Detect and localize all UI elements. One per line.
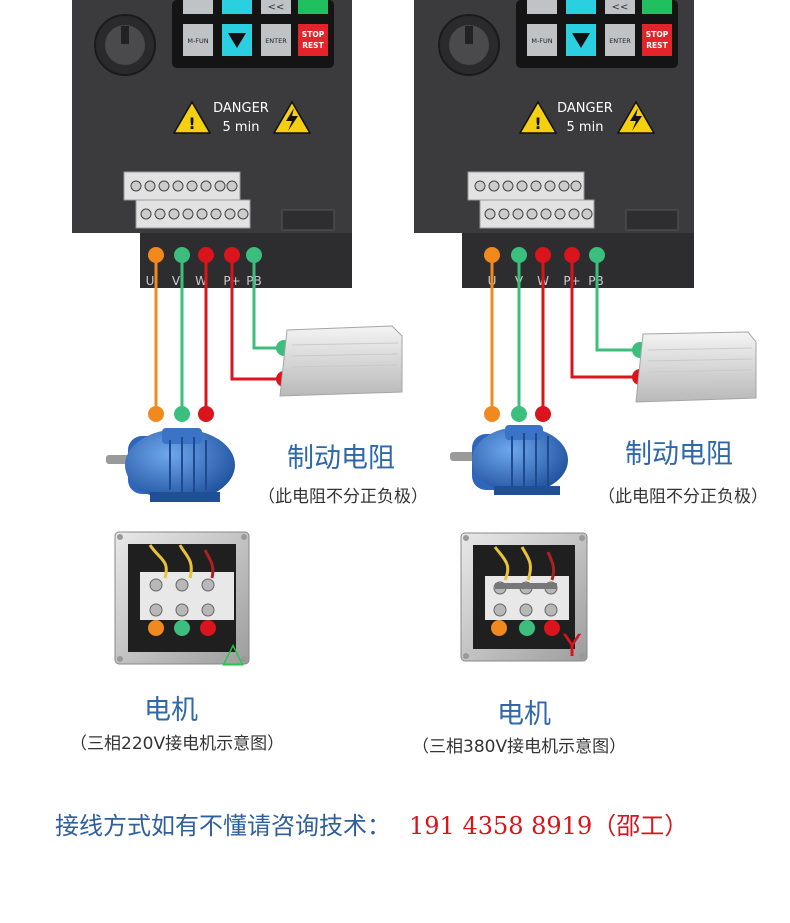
left-motor-title: 电机 [144,695,198,726]
knob-icon[interactable] [94,14,156,76]
key-run[interactable] [298,0,328,14]
key-mfun-label: M-FUN [531,37,552,45]
wire-p [570,255,640,379]
right-motor-title: 电机 [497,699,551,730]
key-stop[interactable] [642,24,672,56]
knob-icon[interactable] [438,14,500,76]
right-motor-note: （三相380V接电机示意图） [412,737,627,757]
left-wire-dots [148,247,292,422]
left-resistor-note: （此电阻不分正负极） [258,487,428,507]
arrow-down-icon [572,33,590,48]
control-terminals [123,171,251,229]
high-voltage-icon [616,100,656,134]
contact-question: 接线方式如有不懂请咨询技术： [55,812,391,840]
key-run[interactable] [642,0,672,14]
wire-pb [595,255,640,352]
key-shift-label: << [612,2,629,13]
danger-label: DANGER [213,101,269,116]
key-shift-label: << [268,2,285,13]
warning-icon: ! [172,100,212,134]
delta-connection-mark: △ [222,636,244,669]
left-resistor-title: 制动电阻 [287,443,395,474]
right-inverter: << M-FUN ENTER STOP REST ! DANGER 5 min [414,0,694,288]
terminal-block [140,233,352,288]
contact-phone[interactable]: 191 4358 8919（邵工） [409,812,689,840]
wire-p [230,255,284,381]
key-mfun-label: M-FUN [187,37,208,45]
arrow-down-icon [228,33,246,48]
wire-pb [252,255,284,350]
terminal-block [462,233,694,288]
cover-slot [281,209,335,231]
left-inverter: << M-FUN ENTER STOP REST ! DANGER 5 min [72,0,352,288]
right-wires [490,255,640,412]
danger-time-label: 5 min [567,120,604,135]
high-voltage-icon [272,100,312,134]
warning-icon: ! [518,100,558,134]
control-terminals [467,171,595,229]
right-resistor-note: （此电阻不分正负极） [598,487,768,507]
left-wires [154,255,284,412]
key-shift[interactable] [261,0,291,14]
key-stop-label-2: REST [302,41,324,50]
danger-time-label: 5 min [223,120,260,135]
key-enter-label: ENTER [609,37,631,45]
contact-footer: 接线方式如有不懂请咨询技术： 191 4358 8919（邵工） [55,806,688,841]
key-up[interactable] [527,0,557,14]
right-resistor-title: 制动电阻 [625,439,733,470]
key-stop-label-2: REST [646,41,668,50]
danger-label: DANGER [557,101,613,116]
wye-connection-mark: Y [562,629,582,664]
terminal-label-u: U [146,274,155,288]
left-motor-note: （三相220V接电机示意图） [70,734,285,754]
key-cyan-top[interactable] [566,0,596,14]
svg-text:!: ! [188,114,195,133]
key-enter-label: ENTER [265,37,287,45]
key-stop[interactable] [298,24,328,56]
key-enter[interactable] [261,24,291,56]
key-shift[interactable] [605,0,635,14]
terminal-label-w: W [195,274,207,288]
key-mfun[interactable] [183,24,213,56]
key-stop-label-1: STOP [646,30,669,39]
svg-text:!: ! [534,114,541,133]
terminal-label-v: V [172,274,181,288]
key-cyan-top[interactable] [222,0,252,14]
right-brake-resistor [635,331,757,403]
left-motor [106,428,235,502]
left-brake-resistor [279,325,403,397]
left-terminal-box [114,531,250,665]
cover-slot [625,209,679,231]
right-terminal-box [460,532,588,662]
key-stop-label-1: STOP [302,30,325,39]
key-mfun[interactable] [527,24,557,56]
right-motor [450,425,568,495]
key-enter[interactable] [605,24,635,56]
key-up[interactable] [183,0,213,14]
